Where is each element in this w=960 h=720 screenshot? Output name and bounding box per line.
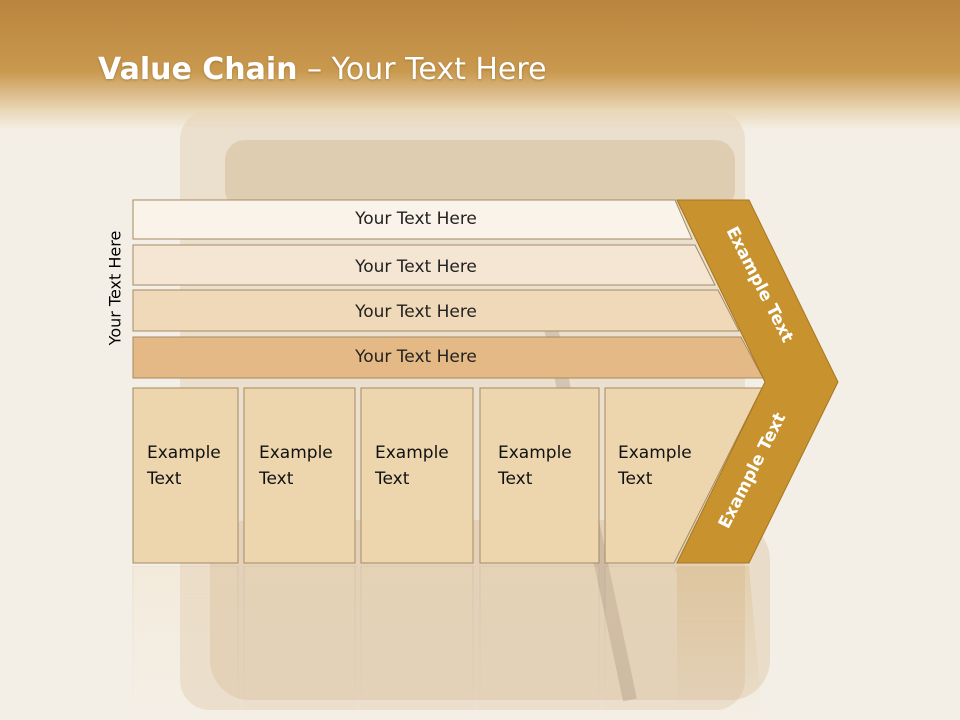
support-bar-1 [132, 199, 693, 240]
primary-cell-1-label: Example Text [147, 443, 221, 489]
support-bar-2-label: Your Text Here [355, 257, 477, 277]
primary-cell-4 [479, 387, 600, 564]
title-bold: Value Chain [98, 52, 298, 87]
support-bar-1-label: Your Text Here [355, 209, 477, 229]
support-bar-4-label: Your Text Here [355, 347, 477, 367]
support-bar-3-label: Your Text Here [355, 302, 477, 322]
primary-cell-5 [604, 387, 763, 564]
primary-cell-5-label: Example Text [618, 443, 692, 489]
primary-cell-4-label: Example Text [498, 443, 572, 489]
title-rest: – Your Text Here [297, 52, 547, 87]
header-band [0, 0, 960, 130]
primary-cell-2-label: Example Text [259, 443, 333, 489]
support-bar-2 [132, 244, 716, 286]
page-title: Value Chain – Your Text Here [98, 52, 547, 87]
chevron-margin [676, 199, 839, 564]
primary-cell-2 [243, 387, 356, 564]
primary-cell-3 [360, 387, 474, 564]
support-bar-3 [132, 289, 740, 332]
primary-cell-3-label: Example Text [375, 443, 449, 489]
primary-cell-1 [132, 387, 239, 564]
